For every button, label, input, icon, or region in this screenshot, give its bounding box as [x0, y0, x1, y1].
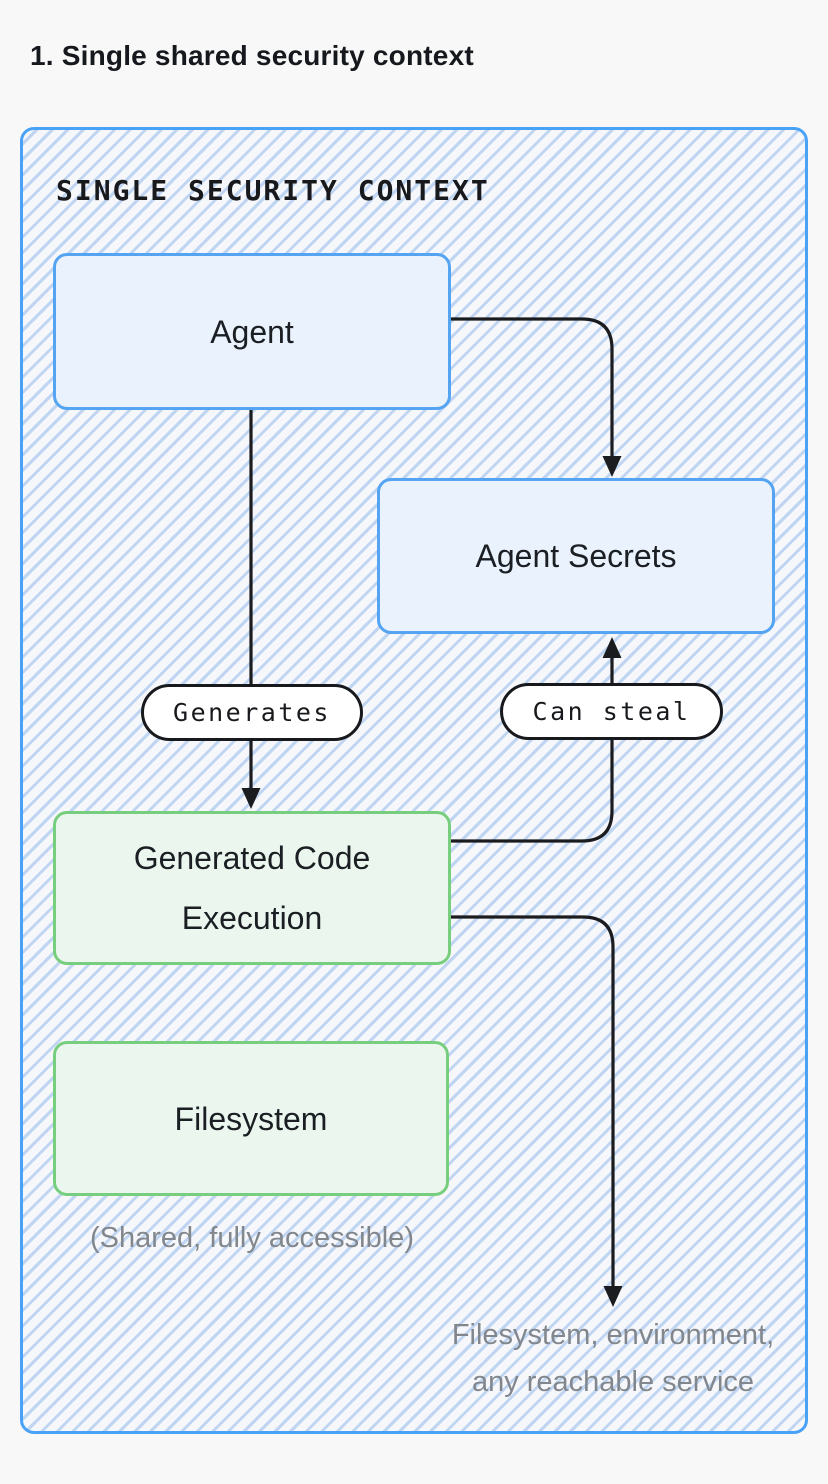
edge-label-generates-text: Generates [173, 698, 331, 727]
reachable-services-note-line1: Filesystem, environment, [451, 1319, 775, 1351]
node-filesystem-label: Filesystem [174, 1100, 328, 1137]
node-agent-secrets: Agent Secrets [377, 478, 775, 634]
node-agent: Agent [53, 253, 451, 410]
node-generated-code-execution: Generated Code Execution [53, 811, 451, 965]
node-agent-secrets-label: Agent Secrets [475, 538, 677, 574]
node-filesystem: Filesystem [53, 1041, 449, 1196]
security-context-label: SINGLE SECURITY CONTEXT [56, 174, 490, 207]
reachable-services-note-line2: any reachable service [471, 1366, 755, 1398]
node-generated-code-execution-label: Generated Code Execution [133, 840, 371, 936]
node-agent-label: Agent [210, 313, 294, 350]
edge-label-can-steal: Can steal [500, 683, 723, 740]
edge-label-generates: Generates [141, 684, 363, 741]
filesystem-shared-note: (Shared, fully accessible) [90, 1222, 414, 1254]
section-title: 1. Single shared security context [30, 40, 474, 71]
edge-label-can-steal-text: Can steal [532, 697, 691, 726]
